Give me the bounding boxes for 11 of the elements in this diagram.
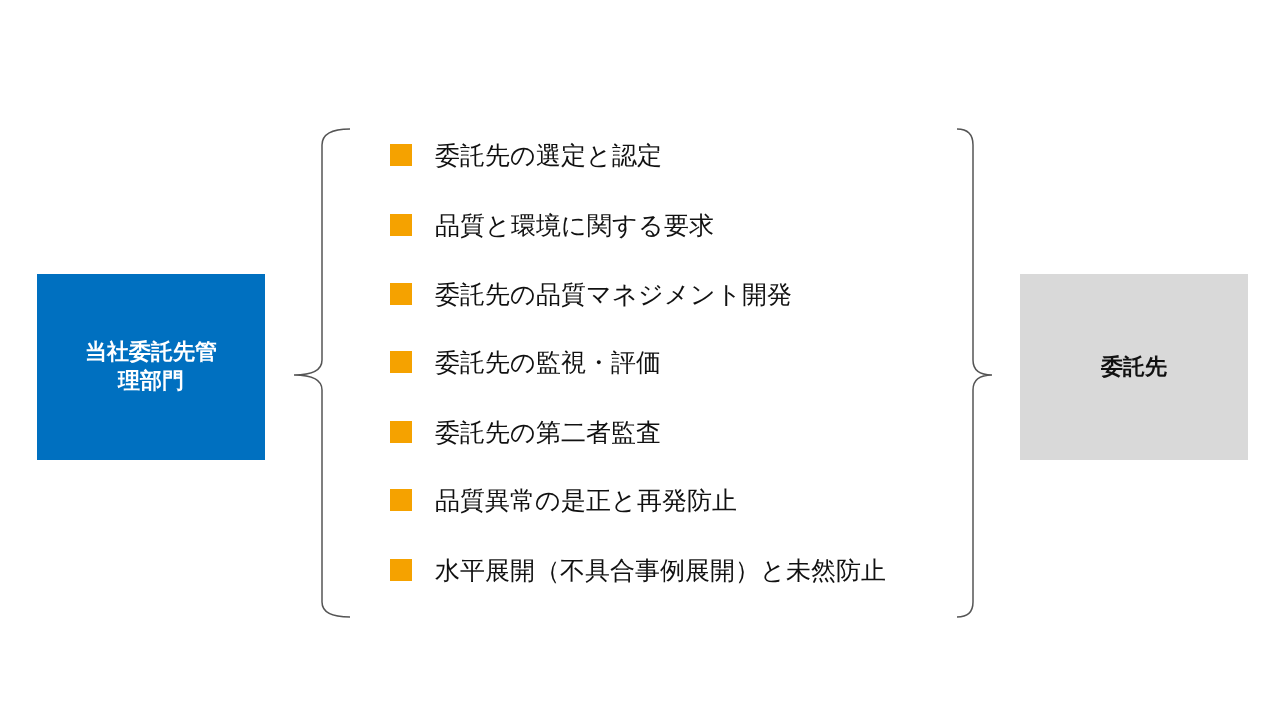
list-item-text: 委託先の選定と認定 [435,139,662,172]
list-item-text: 委託先の監視・評価 [435,346,661,379]
process-box [1020,274,1248,460]
list-item-text: 品質と環境に関する要求 [435,209,714,242]
list-item-text: 委託先の第二者監査 [435,416,661,449]
process-box [37,274,265,460]
list-item-text: 品質異常の是正と再発防止 [435,484,737,517]
box-label: 委託先 [1101,352,1167,381]
list-item-text: 委託先の品質マネジメント開発 [435,278,792,311]
box-label: 当社委託先管理部門 [84,338,218,395]
list-item-text: 水平展開（不具合事例展開）と未然防止 [435,554,886,587]
